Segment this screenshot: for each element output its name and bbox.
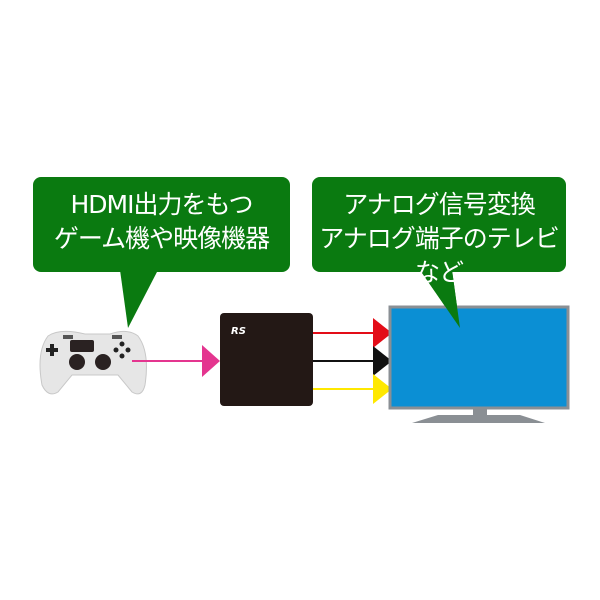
left-speech-bubble xyxy=(33,177,290,328)
left-bubble-line2: ゲーム機や映像機器 xyxy=(53,224,270,253)
red-output-arrow xyxy=(313,318,392,348)
right-bubble-line2: アナログ端子のテレビなど xyxy=(319,224,560,287)
black-output-arrow xyxy=(313,346,392,376)
right-bubble-text: アナログ信号変換 アナログ端子のテレビなど xyxy=(312,188,566,290)
left-bubble-text: HDMI出力をもつ ゲーム機や映像機器 xyxy=(33,188,290,256)
game-controller-icon xyxy=(39,330,147,395)
right-bubble-line1: アナログ信号変換 xyxy=(343,190,536,219)
hdmi-input-arrow xyxy=(132,345,220,377)
device-logo: RS xyxy=(231,326,246,337)
converter-device: RS xyxy=(220,313,313,406)
yellow-output-arrow xyxy=(313,374,392,404)
tv-icon xyxy=(388,305,570,423)
left-bubble-line1: HDMI出力をもつ xyxy=(70,190,254,219)
